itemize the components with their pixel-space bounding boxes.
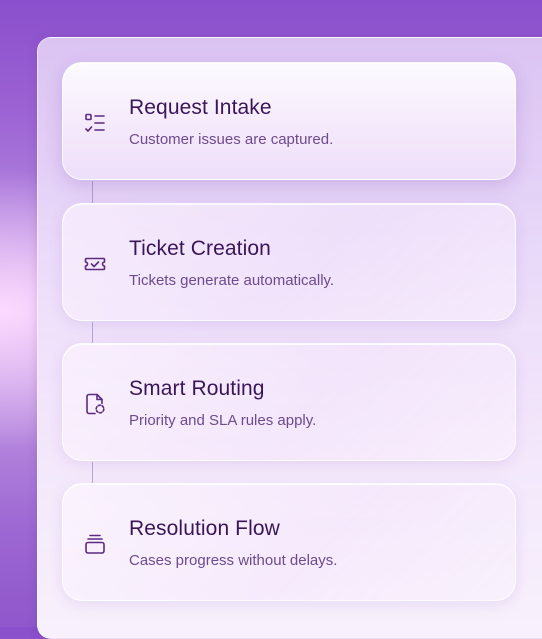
checklist-icon (83, 111, 107, 135)
step-connector (92, 462, 93, 483)
step-title: Smart Routing (129, 377, 265, 400)
step-title: Resolution Flow (129, 517, 280, 540)
step-card-ticket-creation[interactable]: Ticket Creation Tickets generate automat… (62, 203, 516, 321)
step-card-request-intake[interactable]: Request Intake Customer issues are captu… (62, 62, 516, 180)
step-description: Tickets generate automatically. (129, 272, 335, 289)
ticket-icon (83, 252, 107, 276)
step-connector (92, 181, 93, 203)
step-description: Priority and SLA rules apply. (129, 412, 317, 429)
step-description: Customer issues are captured. (129, 131, 334, 148)
step-title: Ticket Creation (129, 237, 271, 260)
step-card-smart-routing[interactable]: Smart Routing Priority and SLA rules app… (62, 343, 516, 461)
file-dashed-icon (83, 392, 107, 416)
stacked-layers-icon (83, 532, 107, 556)
step-connector (92, 322, 93, 343)
step-description: Cases progress without delays. (129, 552, 338, 569)
step-title: Request Intake (129, 96, 272, 119)
step-card-resolution-flow[interactable]: Resolution Flow Cases progress without d… (62, 483, 516, 601)
